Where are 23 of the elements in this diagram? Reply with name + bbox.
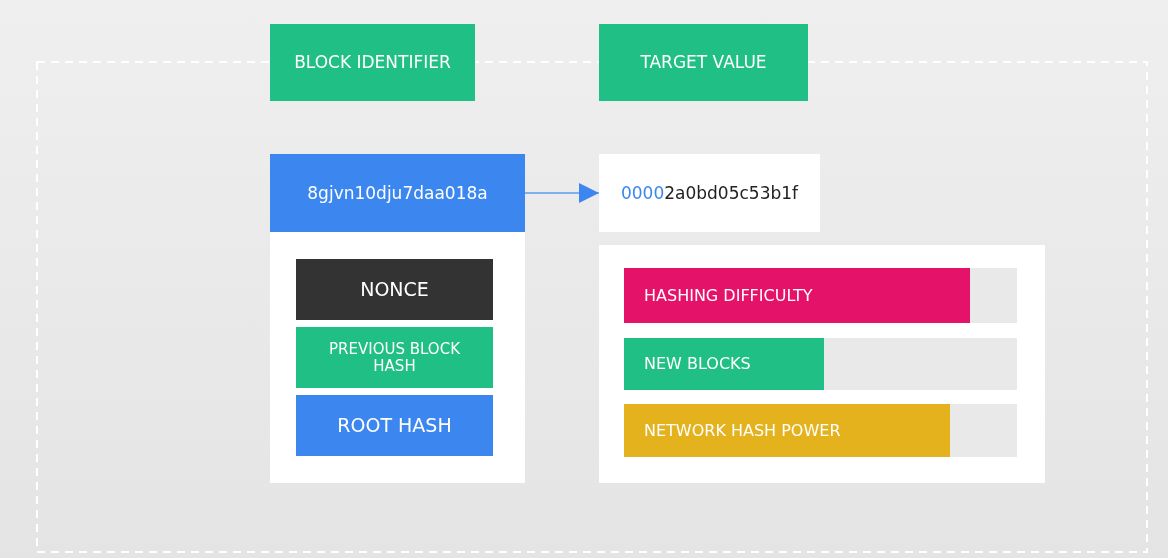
panel-background	[270, 232, 525, 483]
label-text: HASHING DIFFICULTY	[644, 286, 813, 305]
progress-bar	[624, 404, 1017, 457]
progress-bar	[624, 338, 1017, 390]
field-box	[296, 395, 493, 456]
label-text: 8gjvn10dju7daa018a	[307, 183, 488, 203]
hash-box	[270, 154, 525, 232]
label-text: NETWORK HASH POWER	[644, 421, 841, 440]
field-box	[296, 259, 493, 320]
label-text: BLOCK IDENTIFIER	[294, 53, 451, 72]
hash-box	[599, 154, 820, 232]
header-box	[599, 24, 808, 101]
label-text: NONCE	[360, 279, 429, 300]
label-text: TARGET VALUE	[640, 53, 767, 72]
label-text: ROOT HASH	[337, 415, 452, 436]
field-box	[296, 327, 493, 388]
label-text: PREVIOUS BLOCK HASH	[328, 341, 461, 374]
progress-bar	[624, 268, 1017, 323]
label-text: 00002a0bd05c53b1f	[620, 183, 799, 203]
header-box	[270, 24, 475, 101]
panel-background	[599, 245, 1045, 483]
label-text: NEW BLOCKS	[644, 355, 751, 373]
arrow	[524, 183, 600, 203]
